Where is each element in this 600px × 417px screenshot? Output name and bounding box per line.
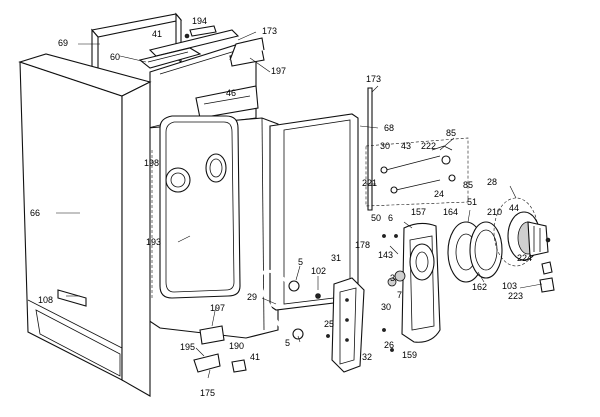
connecting-pipe (258, 269, 304, 340)
label-66: 66 (30, 208, 40, 218)
clip-part (189, 25, 217, 37)
label-5-upper: 5 (298, 257, 303, 267)
small-fittings (539, 237, 555, 293)
label-68: 68 (384, 123, 394, 133)
burner-manifold (331, 277, 365, 373)
label-31: 31 (331, 253, 341, 263)
label-190: 190 (229, 341, 244, 351)
label-60: 60 (110, 52, 120, 62)
label-222: 222 (421, 141, 436, 151)
burner-unit (387, 222, 441, 343)
label-193: 193 (146, 237, 161, 247)
front-casing (18, 53, 152, 397)
label-25: 25 (324, 319, 334, 329)
label-26: 26 (384, 340, 394, 350)
rear-frame-panel (149, 41, 259, 133)
label-6: 6 (388, 213, 393, 223)
label-24: 24 (434, 189, 444, 199)
label-173-top: 173 (262, 26, 277, 36)
label-159: 159 (402, 350, 417, 360)
label-175: 175 (200, 388, 215, 398)
label-28: 28 (487, 177, 497, 187)
gasket-rings (447, 221, 503, 283)
label-164: 164 (443, 207, 458, 217)
label-85-top: 85 (446, 128, 456, 138)
label-221: 221 (362, 178, 377, 188)
label-50: 50 (371, 213, 381, 223)
label-224: 224 (517, 253, 532, 263)
label-198: 198 (144, 158, 159, 168)
leader-lines (56, 31, 543, 379)
label-44: 44 (509, 203, 519, 213)
label-29: 29 (247, 292, 257, 302)
label-30-bottom: 30 (381, 302, 391, 312)
label-51: 51 (467, 197, 477, 207)
label-46: 46 (226, 88, 236, 98)
label-41-top: 41 (152, 29, 162, 39)
label-103: 103 (502, 281, 517, 291)
label-5-lower: 5 (285, 338, 290, 348)
label-30-top: 30 (380, 141, 390, 151)
label-102: 102 (311, 266, 326, 276)
label-197-top: 197 (271, 66, 286, 76)
label-194: 194 (192, 16, 207, 26)
bottom-bracket (193, 325, 247, 373)
chassis-box (147, 115, 279, 339)
label-195: 195 (180, 342, 195, 352)
label-85-mid: 85 (463, 180, 473, 190)
label-178: 178 (355, 240, 370, 250)
label-69: 69 (58, 38, 68, 48)
label-210: 210 (487, 207, 502, 217)
label-157: 157 (411, 207, 426, 217)
label-173-right: 173 (366, 74, 381, 84)
top-mounting-bracket (138, 37, 265, 69)
label-7: 7 (397, 290, 402, 300)
electrode-assembly (365, 137, 469, 207)
screw-part (184, 33, 190, 39)
label-32: 32 (362, 352, 372, 362)
fan-flange (493, 197, 549, 267)
label-162: 162 (472, 282, 487, 292)
label-3: 3 (390, 273, 395, 283)
label-41-bottom: 41 (250, 352, 260, 362)
label-223: 223 (508, 291, 523, 301)
label-108: 108 (38, 295, 53, 305)
vertical-rod (367, 87, 373, 211)
label-143: 143 (378, 250, 393, 260)
label-43: 43 (401, 141, 411, 151)
callout-labels: 194 41 173 69 60 197 46 173 68 85 30 43 … (30, 16, 532, 398)
screws (315, 234, 398, 352)
top-frame-bracket (90, 12, 240, 84)
label-197-bottom: 197 (210, 303, 225, 313)
